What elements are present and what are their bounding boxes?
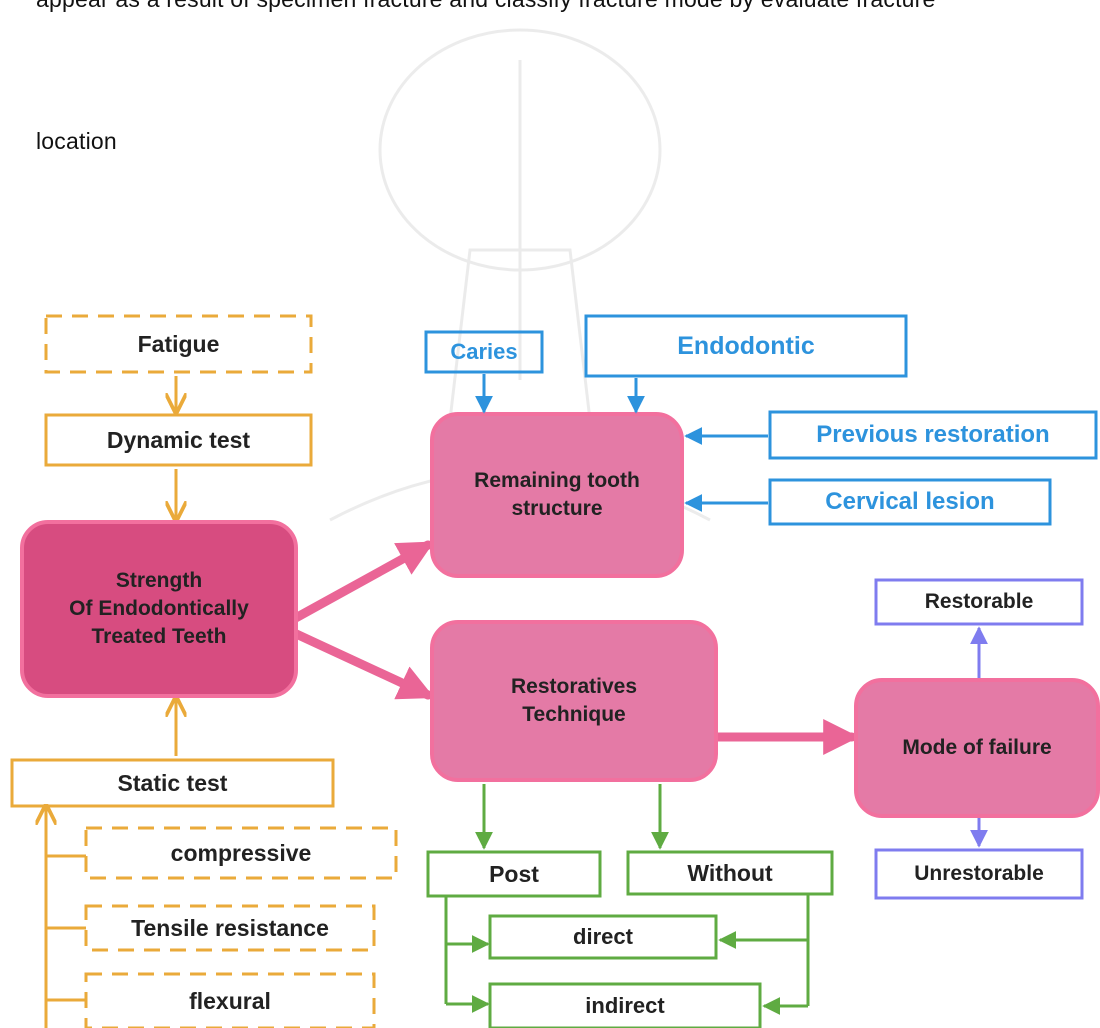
dynamic-test-label: Dynamic test bbox=[106, 426, 251, 453]
green-boxes bbox=[426, 850, 834, 1028]
fatigue-box bbox=[44, 314, 313, 374]
cervical-lesion-box bbox=[768, 478, 1052, 526]
paragraph-line-2: location bbox=[36, 128, 117, 154]
restorable-label: Restorable bbox=[924, 590, 1034, 614]
static-test-label: Static test bbox=[117, 769, 228, 796]
static-test-box bbox=[10, 758, 335, 808]
caries-label: Caries bbox=[450, 339, 518, 365]
cervical-lesion-label: Cervical lesion bbox=[825, 488, 995, 516]
fatigue-label: Fatigue bbox=[137, 330, 220, 357]
restorable-box bbox=[874, 578, 1084, 626]
orange-arrows bbox=[46, 376, 176, 1028]
post-box bbox=[426, 850, 602, 898]
mode-of-failure-label: Mode of failure bbox=[902, 736, 1052, 760]
indirect-label: indirect bbox=[585, 993, 665, 1019]
paragraph-line-1: appear as a result of specimen fracture … bbox=[36, 0, 936, 13]
blue-boxes bbox=[424, 314, 1098, 526]
direct-box bbox=[488, 914, 718, 960]
endodontic-box bbox=[584, 314, 908, 378]
tensile-label: Tensile resistance bbox=[131, 914, 329, 941]
arrow-strength-to-remaining bbox=[287, 540, 435, 625]
pink-connectors bbox=[287, 540, 860, 755]
unrestorable-label: Unrestorable bbox=[914, 862, 1044, 886]
strength-node bbox=[20, 520, 298, 698]
restoratives-node bbox=[430, 620, 718, 782]
remaining-tooth-node bbox=[430, 412, 684, 578]
strength-label: Strength Of Endodontically Treated Teeth bbox=[69, 569, 249, 648]
green-arrows bbox=[444, 784, 810, 1015]
compressive-label: compressive bbox=[170, 839, 312, 866]
previous-restoration-label: Previous restoration bbox=[816, 421, 1050, 449]
without-label: Without bbox=[687, 859, 773, 886]
remaining-tooth-label: Remaining tooth structure bbox=[474, 469, 640, 520]
dynamic-test-box bbox=[44, 413, 313, 467]
endodontic-label: Endodontic bbox=[677, 331, 815, 360]
blue-arrows bbox=[475, 374, 768, 512]
orange-boxes bbox=[10, 314, 398, 1028]
direct-label: direct bbox=[573, 924, 633, 950]
unrestorable-box bbox=[874, 848, 1084, 900]
tensile-box bbox=[84, 904, 376, 952]
mode-of-failure-node bbox=[854, 678, 1100, 818]
flexural-label: flexural bbox=[189, 987, 271, 1014]
purple-boxes bbox=[874, 578, 1084, 900]
indirect-box bbox=[488, 982, 762, 1028]
caries-box bbox=[424, 330, 544, 374]
without-box bbox=[626, 850, 834, 896]
pink-nodes bbox=[20, 412, 1100, 818]
arrow-strength-to-restoratives bbox=[287, 627, 435, 700]
post-label: Post bbox=[489, 860, 539, 887]
previous-restoration-box bbox=[768, 410, 1098, 460]
restoratives-label: Restoratives Technique bbox=[510, 675, 638, 726]
